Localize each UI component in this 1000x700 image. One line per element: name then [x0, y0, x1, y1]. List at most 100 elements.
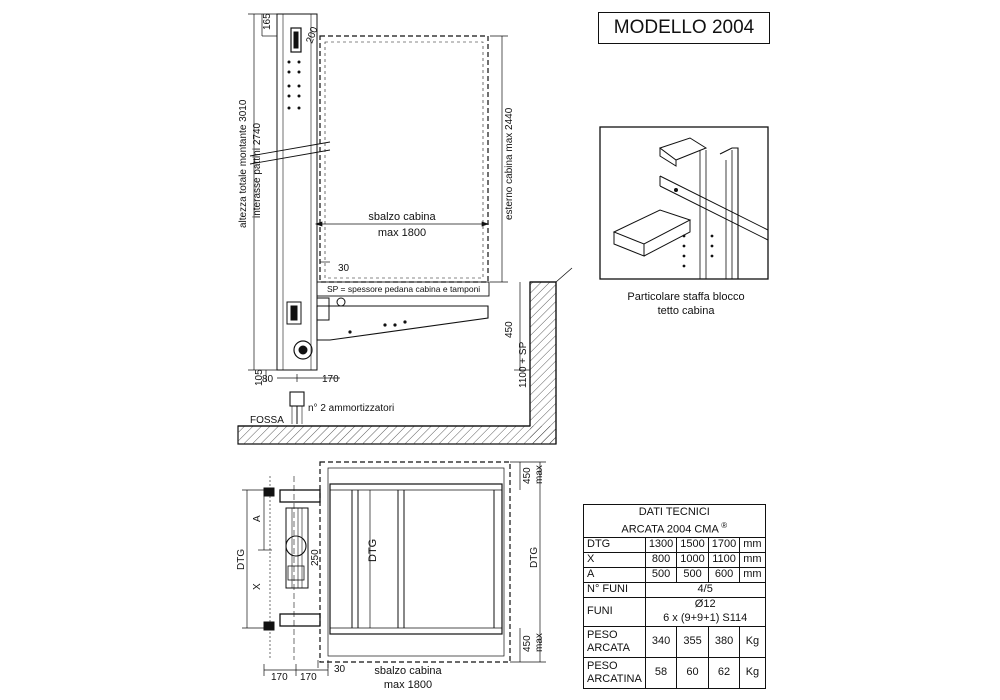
row-label: A — [583, 566, 646, 583]
detail-view — [599, 126, 769, 280]
plan-dim-DTG-left: DTG — [236, 549, 247, 570]
plan-dimensions — [242, 461, 546, 676]
detail-caption: Particolare staffa blocco tetto cabina — [596, 290, 776, 318]
plan-dim-30: 30 — [334, 664, 346, 675]
mast-column — [276, 13, 318, 371]
detail-caption-line-2: tetto cabina — [657, 305, 715, 317]
cabin-outline — [319, 35, 489, 283]
row-value: 500 — [676, 566, 709, 583]
pulley-large-icon — [293, 340, 313, 360]
fossa-label: FOSSA — [250, 415, 284, 426]
table-row: DTG 1300 1500 1700 mm — [583, 536, 766, 553]
spec-subtitle-text: ARCATA 2004 CMA — [621, 523, 719, 536]
plan-dim-450-top: 450 — [522, 467, 533, 484]
plan-dim-170-b: 170 — [300, 672, 317, 683]
plan-frame — [329, 483, 503, 635]
peso-arcata-label-1: PESO — [587, 628, 618, 641]
table-row: FUNI Ø12 — [583, 596, 766, 627]
row-value: 1500 — [676, 536, 709, 553]
row-value: 1300 — [644, 536, 678, 553]
peso-arcata-label-2: ARCATA — [587, 641, 630, 654]
funi-label: FUNI — [583, 596, 646, 627]
plan-dim-170-a: 170 — [271, 672, 288, 683]
sbalzo-value: max 1800 — [378, 227, 426, 239]
sbalzo-label: sbalzo cabina — [368, 211, 436, 223]
row-value: 800 — [644, 551, 678, 568]
detail-caption-line-1: Particolare staffa blocco — [627, 291, 745, 303]
dim-height-total: altezza totale montante 3010 — [238, 99, 249, 228]
peso-arcatina-v3: 62 — [707, 656, 741, 689]
dim-80: 80 — [262, 374, 274, 385]
peso-arcatina-unit: Kg — [739, 656, 766, 689]
row-unit: mm — [739, 536, 766, 553]
dim-450: 450 — [504, 321, 515, 338]
table-row: A 500 500 600 mm — [583, 566, 766, 583]
peso-arcata-v3: 380 — [707, 625, 741, 658]
peso-arcatina-label-1: PESO — [587, 659, 618, 672]
plan-view — [242, 461, 546, 676]
spec-subtitle: ARCATA 2004 CMA ® — [583, 519, 766, 538]
plan-cabin-outline — [319, 461, 511, 663]
mast-holes — [287, 60, 301, 110]
table-row: X 800 1000 1100 mm — [583, 551, 766, 568]
plan-mast — [285, 507, 309, 589]
peso-arcatina-v2: 60 — [676, 656, 709, 689]
plan-dim-450-bottom: 450 — [522, 635, 533, 652]
guide-shoe-top — [290, 27, 302, 53]
row-value: 1000 — [676, 551, 709, 568]
detail-frame — [599, 126, 769, 280]
peso-arcatina-v1: 58 — [644, 656, 678, 689]
peso-arcata-unit: Kg — [739, 625, 766, 658]
dim-interasse: interasse pattini 2740 — [252, 122, 263, 218]
peso-arcata-v2: 355 — [676, 625, 709, 658]
dim-external-cabin: esterno cabina max 2440 — [504, 107, 515, 220]
row-unit: mm — [739, 566, 766, 583]
roller — [316, 297, 330, 321]
peso-arcatina-label-2: ARCATINA — [587, 672, 642, 685]
break-line — [249, 141, 331, 165]
plan-dim-A: A — [252, 515, 263, 522]
drawing-title-text: MODELLO 2004 — [613, 17, 755, 38]
dim-170: 170 — [322, 374, 339, 385]
drawing-title: MODELLO 2004 — [598, 12, 770, 44]
plan-pulley-icon — [285, 535, 307, 557]
row-value: 500 — [644, 566, 678, 583]
buffer-icon — [289, 391, 305, 407]
sp-note: SP = spessore pedana cabina e tamponi — [327, 284, 480, 294]
plan-sbalzo-value: max 1800 — [384, 679, 432, 691]
plan-dim-DTG-right: DTG — [529, 547, 540, 568]
plan-sbalzo-label: sbalzo cabina — [374, 665, 442, 677]
funi-value-1: Ø12 — [644, 596, 766, 612]
elevation-dimensions — [248, 13, 530, 382]
dim-165: 165 — [262, 13, 273, 30]
cabin-floor — [316, 281, 490, 297]
guide-rail-top — [279, 489, 321, 503]
pulley-small — [336, 297, 346, 307]
dim-105: 105 — [254, 369, 265, 386]
plan-dim-250: 250 — [310, 549, 321, 566]
peso-arcata-v1: 340 — [644, 625, 678, 658]
funi-count-value: 4/5 — [644, 581, 766, 598]
plan-dim-max-bottom: max — [534, 633, 545, 652]
row-unit: mm — [739, 551, 766, 568]
elevation-view — [237, 13, 573, 445]
plan-dim-DTG-center: DTG — [367, 539, 379, 562]
table-row: N° FUNI 4/5 — [583, 581, 766, 598]
row-value: 1700 — [707, 536, 741, 553]
ammortizzatori-label: n° 2 ammortizzatori — [308, 403, 394, 414]
dim-200: 200 — [304, 25, 320, 45]
plan-dim-max-top: max — [534, 465, 545, 484]
row-label: DTG — [583, 536, 646, 553]
spec-title: DATI TECNICI — [583, 504, 766, 519]
plan-labels: A DTG X 250 DTG DTG 450 max 450 max 30 1… — [236, 465, 545, 691]
elevation-labels: 165 200 altezza totale montante 3010 int… — [238, 13, 529, 426]
funi-value-2: 6 x (9+9+1) S114 — [644, 611, 766, 627]
dim-1100-sp: 1100 + SP — [518, 341, 529, 388]
dim-30: 30 — [338, 263, 350, 274]
guide-rail-bottom — [279, 613, 321, 627]
